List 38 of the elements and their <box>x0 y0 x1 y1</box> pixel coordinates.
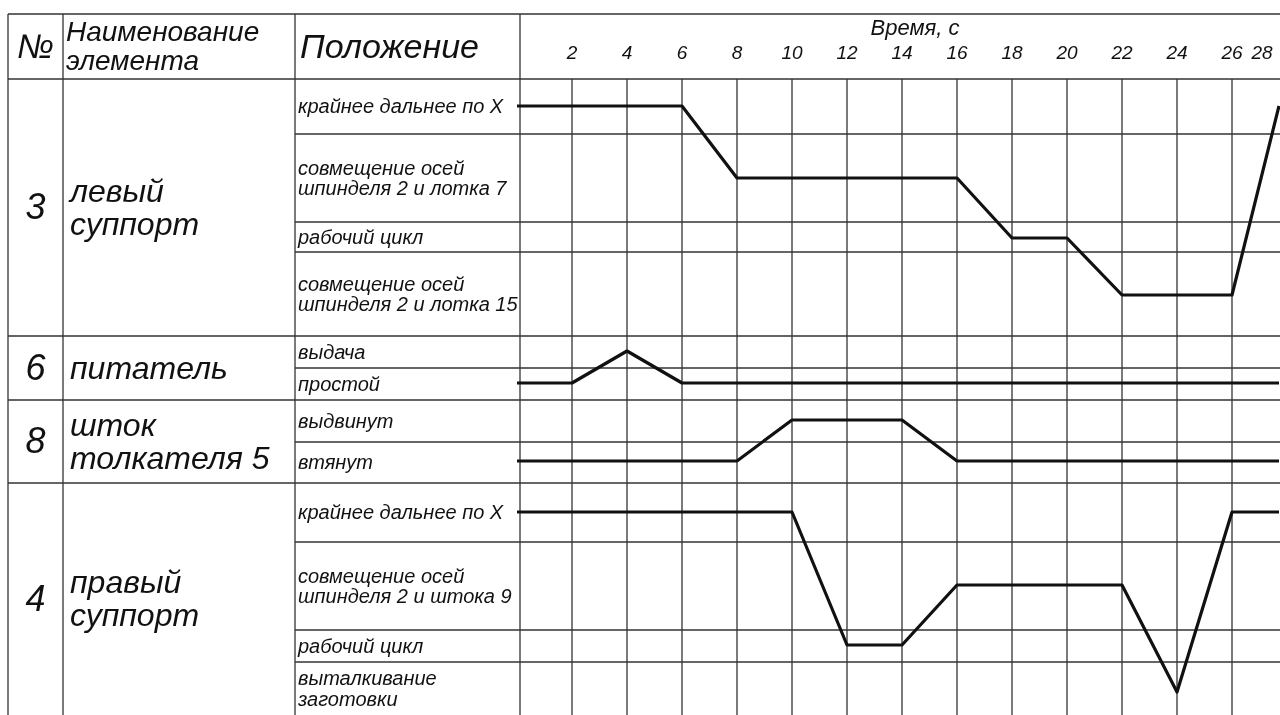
position-label: выталкивание заготовки <box>298 668 438 709</box>
tick-label: 20 <box>1056 43 1078 63</box>
tick-label: 22 <box>1111 43 1133 63</box>
position-label: выдача <box>298 341 366 363</box>
column-header: Положение <box>300 29 479 64</box>
tick-label: 14 <box>891 43 913 63</box>
tick-label: 24 <box>1166 43 1188 63</box>
tick-label: 10 <box>781 43 803 63</box>
tick-label: 28 <box>1251 43 1273 63</box>
position-label: совмещение осей шпинделя 2 и лотка 15 <box>298 273 519 315</box>
row-number: 8 <box>25 423 46 460</box>
column-header: Наименование элемента <box>66 17 261 76</box>
position-label: крайнее дальнее по X <box>298 502 504 523</box>
position-label: простой <box>298 373 380 395</box>
tick-label: 26 <box>1221 43 1243 63</box>
position-label: выдвинут <box>298 410 394 432</box>
row-number: 4 <box>25 580 46 618</box>
position-label: совмещение осей шпинделя 2 и лотка 7 <box>298 157 508 199</box>
position-label: рабочий цикл <box>298 226 424 248</box>
position-label: совмещение осей шпинделя 2 и штока 9 <box>298 565 513 607</box>
position-label: крайнее дальнее по X <box>298 96 504 117</box>
row-number: 3 <box>25 189 46 226</box>
tick-label: 12 <box>836 43 858 63</box>
tick-label: 6 <box>676 43 688 63</box>
tick-label: 18 <box>1001 43 1023 63</box>
element-name: правый суппорт <box>70 566 201 632</box>
position-label: втянут <box>298 452 373 473</box>
row-number: 6 <box>25 349 46 387</box>
tick-label: 8 <box>731 43 743 63</box>
position-label: рабочий цикл <box>298 635 424 657</box>
element-name: питатель <box>70 351 228 385</box>
column-header: № <box>17 29 54 64</box>
tick-label: 4 <box>621 43 633 63</box>
tick-label: 2 <box>566 43 578 63</box>
element-name: шток толкателя 5 <box>70 408 271 475</box>
element-name: левый суппорт <box>70 174 201 241</box>
tick-label: 16 <box>946 43 968 63</box>
axis-title: Время, с <box>870 16 960 40</box>
